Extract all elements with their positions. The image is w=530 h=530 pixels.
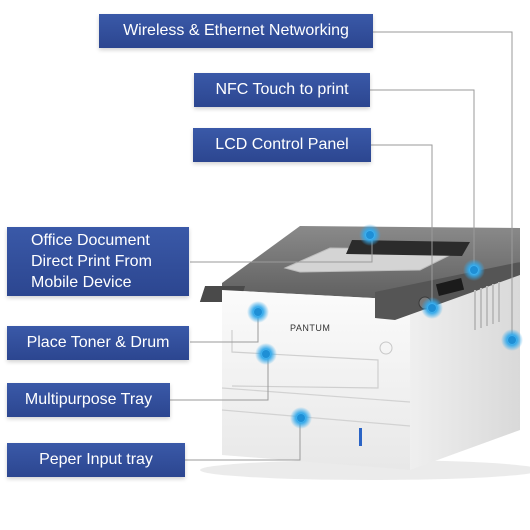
hotspot-input-tray <box>290 407 312 429</box>
label-office-line2: Direct Print From <box>31 253 152 270</box>
label-wireless: Wireless & Ethernet Networking <box>99 14 373 48</box>
tray-seam-2 <box>221 409 411 427</box>
hotspot-nfc <box>463 259 485 281</box>
output-tray-slot <box>346 240 470 256</box>
logo-emblem <box>379 341 393 355</box>
tray-seam-1 <box>221 387 411 403</box>
paper-level-indicator <box>359 428 362 446</box>
printer-shadow <box>200 460 530 480</box>
leader-lines <box>170 31 513 461</box>
hotspot-lcd <box>421 297 443 319</box>
side-vent <box>474 282 500 330</box>
label-office-line3: Mobile Device <box>31 274 132 291</box>
hotspot-office <box>359 224 381 246</box>
lcd-screen <box>435 278 465 296</box>
hotspots <box>247 224 523 429</box>
front-cover-seam <box>231 330 379 389</box>
label-toner: Place Toner & Drum <box>7 326 189 360</box>
hotspot-toner <box>247 301 269 323</box>
label-nfc: NFC Touch to print <box>194 73 370 107</box>
brand-text: PANTUM <box>290 323 330 333</box>
label-lcd: LCD Control Panel <box>193 128 371 162</box>
hotspot-wireless <box>501 329 523 351</box>
label-office-line1: Office Document <box>31 232 150 249</box>
label-multipurpose: Multipurpose Tray <box>7 383 170 417</box>
label-input-tray: Peper Input tray <box>7 443 185 477</box>
printer-front-face <box>222 290 410 470</box>
label-office: Office Document Direct Print From Mobile… <box>7 227 189 296</box>
hotspot-multipurpose <box>255 343 277 365</box>
